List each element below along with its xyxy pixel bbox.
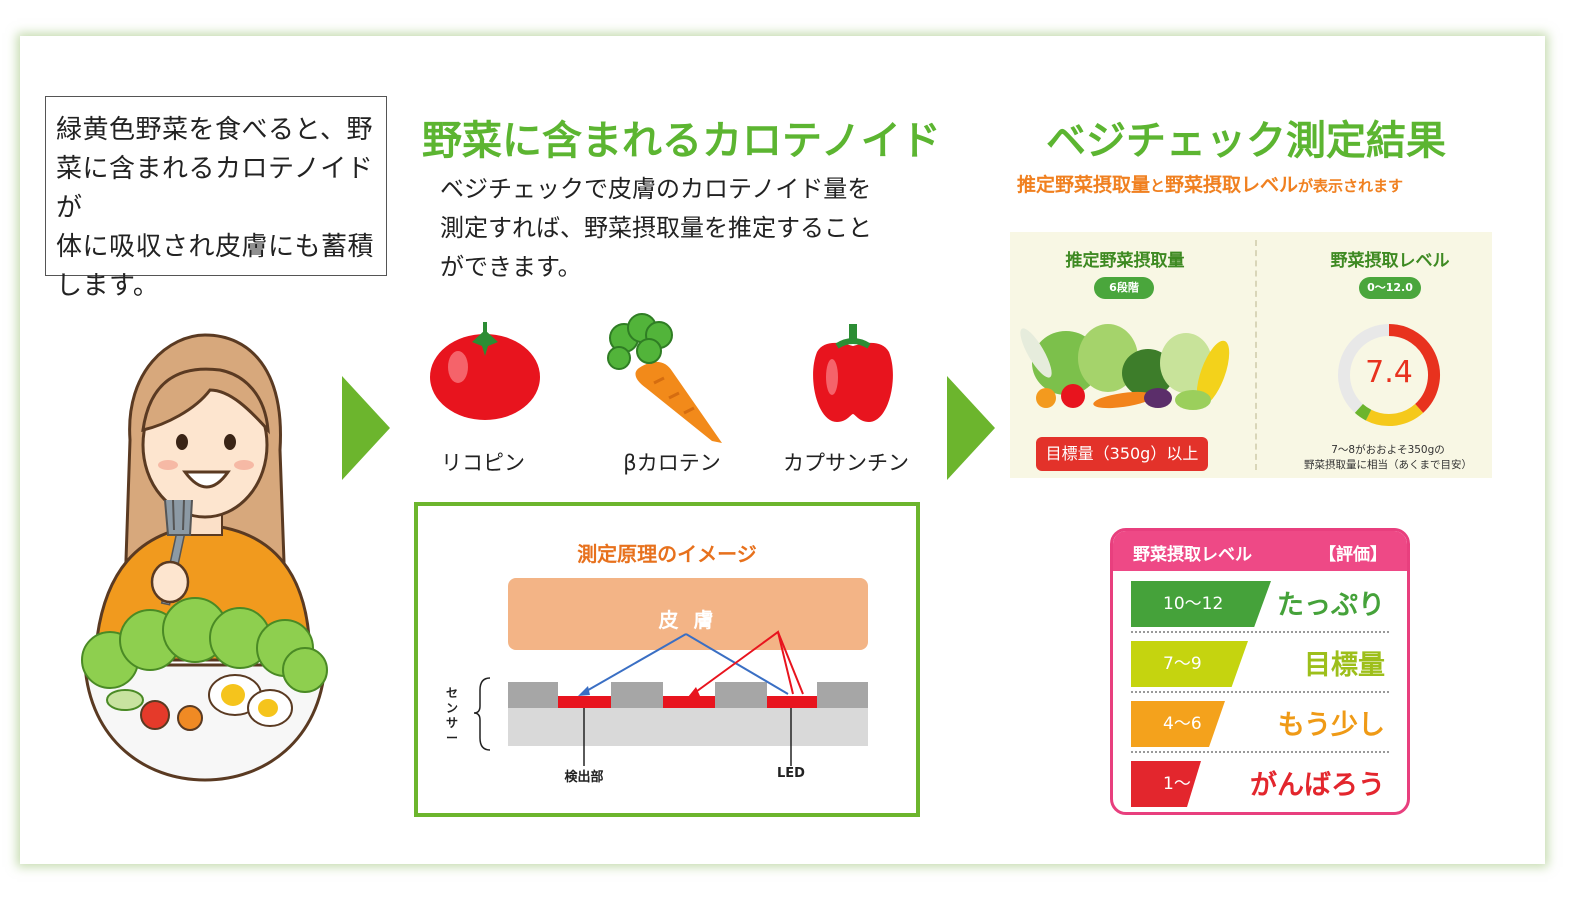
level-heading: 野菜摂取レベル [1330,251,1450,271]
level-row: 4〜6 もう少し [1113,695,1407,753]
speech-bubble: 緑黄色野菜を食べると、野 菜に含まれるカロテノイドが 体に吸収され皮膚にも蓄積 … [45,96,387,301]
gauge-note: 7〜8がおおよそ350gの 野菜摂取量に相当（あくまで目安） [1270,443,1506,473]
gauge-note-line-2: 野菜摂取量に相当（あくまで目安） [1304,459,1472,471]
gauge-note-line-1: 7〜8がおおよそ350gの [1331,444,1445,456]
level-range-tag: 10〜12 [1131,581,1271,627]
skin-label: 皮 膚 [658,608,718,632]
gauge-value: 7.4 [1365,355,1413,390]
level-row: 1〜3 がんばろう [1113,755,1407,812]
capsanthin-label: カプサンチン [783,451,909,475]
result-subtitle: 推定野菜摂取量と野菜摂取レベルが表示されます [1017,170,1487,197]
description-line-1: ベジチェックで皮膚のカロテノイド量を [440,175,872,203]
subtitle-level: 野菜摂取レベル [1165,174,1299,196]
level-table-header-left: 野菜摂取レベル [1133,545,1252,565]
arrow-right-2 [947,376,995,480]
level-pill: 0〜12.0 [1359,277,1421,299]
level-row: 7〜9 目標量 [1113,635,1407,693]
carrot-icon [607,313,722,443]
level-row: 10〜12 たっぷり [1113,575,1407,633]
level-rating-word: 目標量 [1304,650,1385,681]
woman-eating-salad-illustration [81,333,328,782]
measurement-principle-box: 測定原理のイメージ 皮 膚 センサー 検出部 LED [414,502,920,817]
result-title: ベジチェック測定結果 [1046,118,1446,164]
level-row-separator [1131,631,1389,633]
subtitle-tail: が表示されます [1298,177,1404,195]
speech-line-4: します。 [56,271,160,301]
description-line-2: 測定すれば、野菜摂取量を推定すること [440,214,872,242]
intake-pill: 6段階 [1094,277,1154,299]
target-intake-badge: 目標量（350g）以上 [1036,437,1208,471]
subtitle-and: と [1150,177,1166,195]
level-rating-word: たっぷり [1277,590,1385,621]
level-rating-word: がんばろう [1250,770,1385,801]
level-row-separator [1131,691,1389,693]
sensor-label: センサー [446,686,459,745]
carotenoid-title: 野菜に含まれるカロテノイド [422,118,941,164]
level-table-header-right: 【評価】 [1319,545,1387,565]
level-range-tag: 4〜6 [1131,701,1225,747]
principle-diagram [473,578,868,766]
level-evaluation-table: 野菜摂取レベル 【評価】 10〜12 たっぷり 7〜9 目標量 4〜6 もう少し… [1110,528,1410,815]
lycopene-label: リコピン [441,451,525,475]
level-range-tag: 7〜9 [1131,641,1248,687]
level-rating-word: もう少し [1277,710,1385,741]
detector-label: 検出部 [564,770,604,785]
intake-heading: 推定野菜摂取量 [1065,251,1185,271]
level-range-tag: 1〜3 [1131,761,1201,807]
carotenoid-description: ベジチェックで皮膚のカロテノイド量を 測定すれば、野菜摂取量を推定すること がで… [440,170,910,287]
beta-carotene-label: βカロテン [623,451,721,475]
led-label: LED [777,766,805,781]
speech-line-1: 緑黄色野菜を食べると、野 [56,115,373,145]
vegetables-pile-illustration [1020,324,1230,410]
red-pepper-icon [813,324,893,422]
speech-line-3: 体に吸収され皮膚にも蓄積 [56,232,375,262]
speech-line-2: 菜に含まれるカロテノイドが [56,154,374,223]
description-line-3: ができます。 [440,253,582,281]
arrow-right-1 [342,376,390,480]
panel-divider [1255,240,1257,470]
tomato-icon [430,322,540,420]
subtitle-intake: 推定野菜摂取量 [1017,174,1151,196]
level-row-separator [1131,751,1389,753]
principle-title: 測定原理のイメージ [577,542,757,566]
level-table-header: 野菜摂取レベル 【評価】 [1113,531,1407,571]
level-gauge [1338,324,1440,426]
